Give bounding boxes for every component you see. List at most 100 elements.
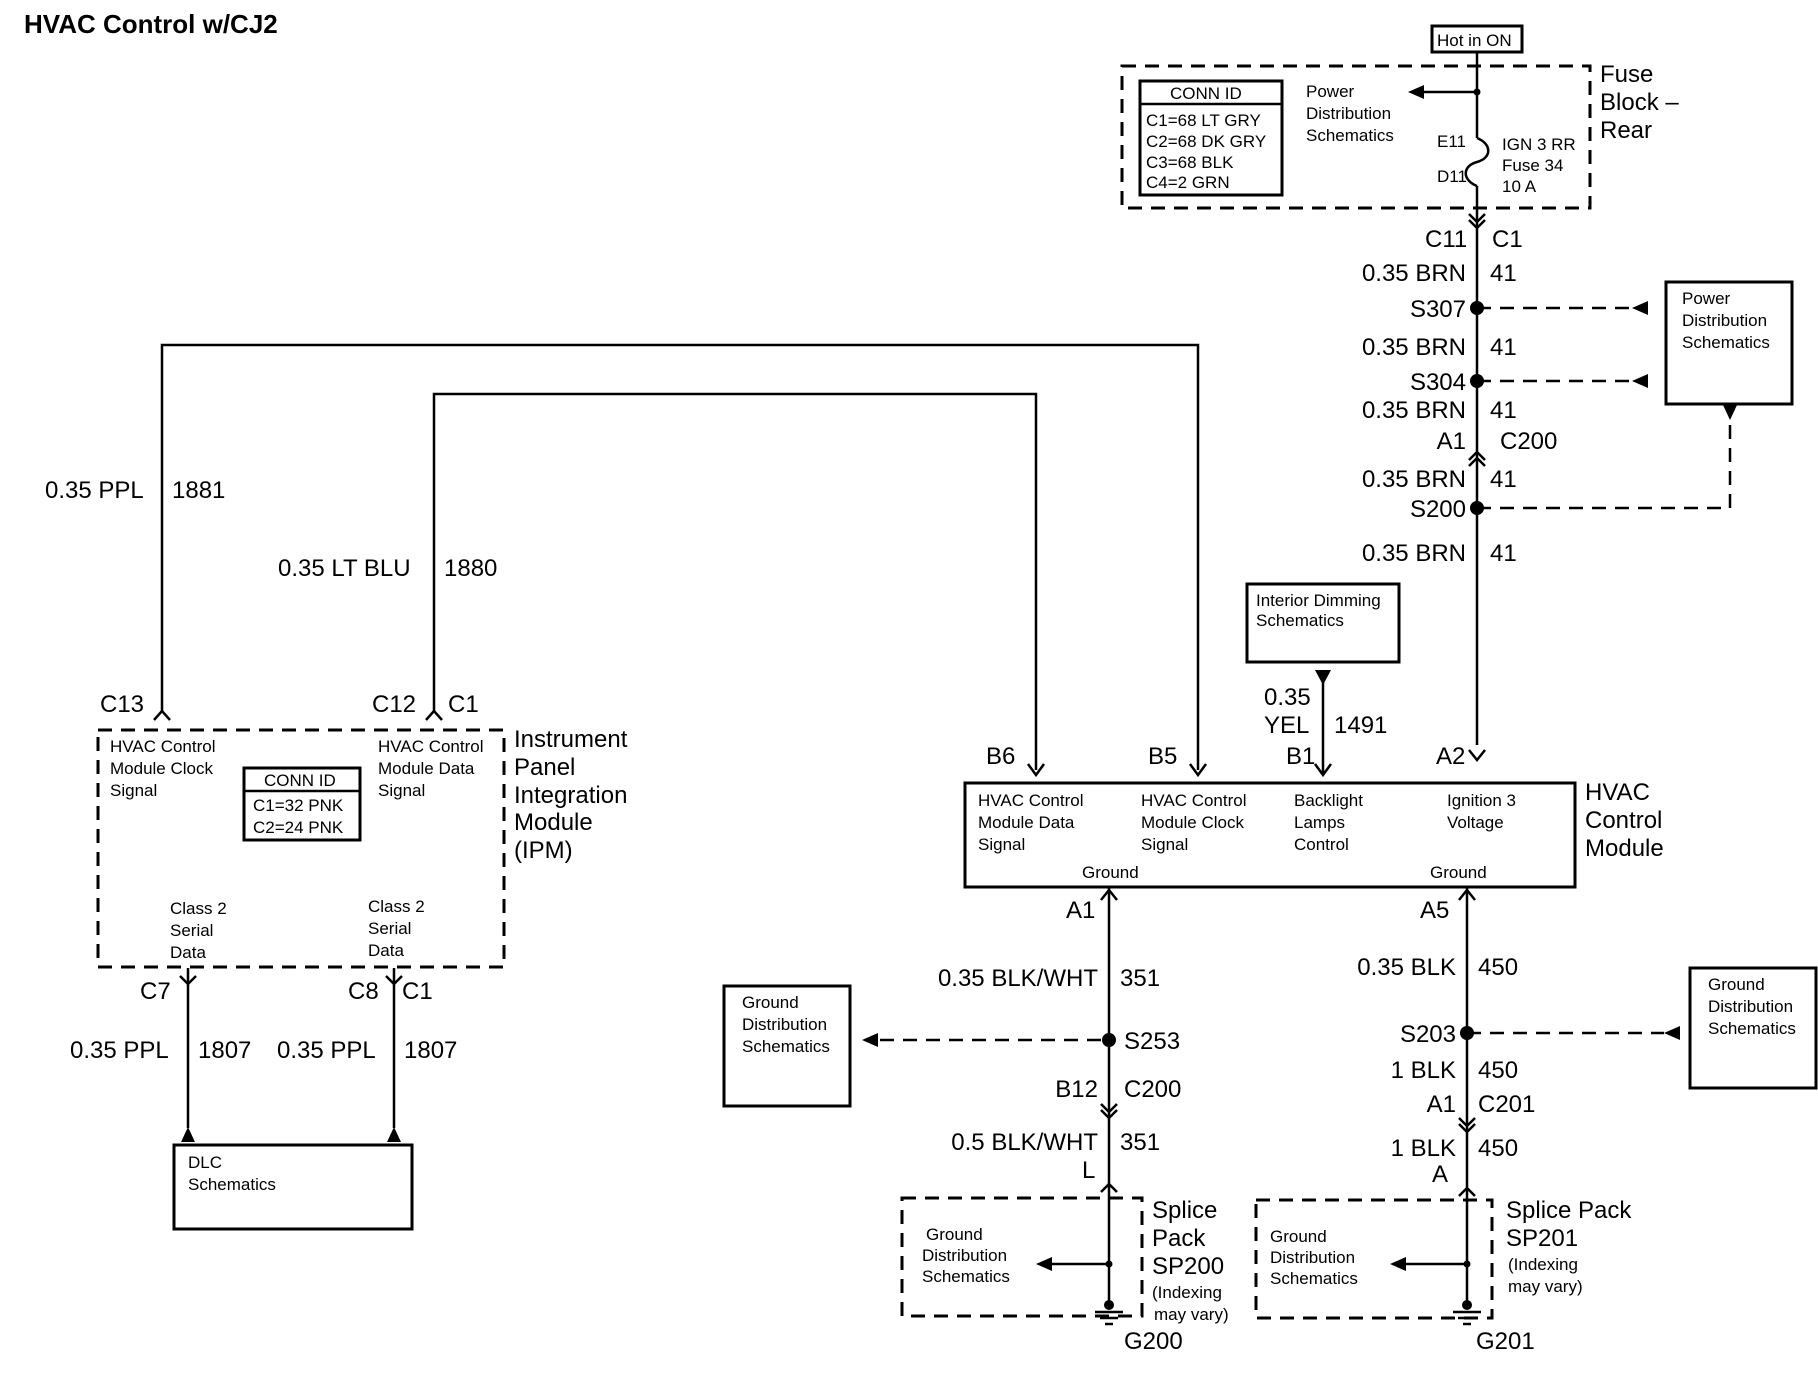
wire-351-circuit-1: 351 [1120,965,1160,992]
ground-circuit-351: A1 0.35 BLK/WHT 351 S253 Ground Distribu… [722,887,1229,1355]
interior-dimming-ref-box[interactable] [1245,582,1401,664]
ipm-pin-c7: C7 [140,978,171,1005]
sp200-indexing: (Indexing may vary) [1152,1283,1229,1324]
wire-450-circuit-1: 450 [1478,954,1518,981]
diagram-title: HVAC Control w/CJ2 [24,9,278,39]
fuse-block-name: Fuse Block – Rear [1600,61,1685,144]
fuse-conn-id-c4: C4=2 GRN [1146,173,1230,192]
hvac-pin-b1: B1 [1286,743,1315,770]
ground-distribution-ref-box-left[interactable] [722,984,852,1108]
wire-41-circuit-1: 41 [1490,260,1517,287]
wire-351-color-2: 0.5 BLK/WHT [951,1129,1098,1156]
connector-c7-icon [179,975,197,986]
ground-symbol-icon [1453,1310,1481,1326]
hvac-clock-signal-label: HVAC Control Module Clock Signal [1141,791,1251,854]
splice-pack-sp201-outline [1254,1198,1494,1320]
fuse-pin-e11: E11 [1437,132,1466,151]
pin-c11: C11 [1425,226,1467,253]
hvac-data-signal-label: HVAC Control Module Data Signal [978,791,1088,854]
wire-450-circuit-2: 450 [1478,1057,1518,1084]
hvac-pin-a2: A2 [1436,743,1465,770]
ground-distribution-ref-box-right[interactable] [1688,966,1818,1090]
wire-1880-circuit: 1880 [444,555,497,582]
fuse-block-rear: Hot in ON CONN ID C1=68 LT GRY C2=68 DK … [1120,24,1685,210]
hvac-pin-a5: A5 [1420,897,1449,924]
ipm-conn-c1-lower: C1 [402,978,433,1005]
hvac-module-box [963,781,1577,889]
sp200-pin-l: L [1082,1157,1095,1184]
sp201-pin-a: A [1432,1161,1448,1188]
wire-450-color-3: 1 BLK [1391,1135,1456,1162]
wire-41-color-1: 0.35 BRN [1362,260,1466,287]
wire-41-color-3: 0.35 BRN [1362,397,1466,424]
ground-g201: G201 [1476,1328,1535,1355]
connector-c201-icon [1458,1117,1476,1128]
arrow-up-icon [387,1127,401,1142]
fuse-block-outline [1120,64,1592,210]
arrow-left-icon [1390,1257,1406,1271]
wire-1807-left-color: 0.35 PPL [70,1037,169,1064]
sp200-ground-ref-label: Ground Distribution Schematics [922,1225,1012,1286]
hvac-pin-a1: A1 [1066,897,1095,924]
wire-41-circuit-5: 41 [1490,540,1517,567]
hvac-ignition-label: Ignition 3 Voltage [1447,791,1521,832]
ground-distribution-ref-label-right: Ground Distribution Schematics [1708,975,1798,1038]
interior-dimming: Interior Dimming Schematics 0.35 YEL 149… [1245,582,1401,778]
ipm-pin-c8: C8 [348,978,379,1005]
wire-351-color-1: 0.35 BLK/WHT [938,965,1098,992]
wire-450-color-1: 0.35 BLK [1357,954,1456,981]
conn-c201: C201 [1478,1091,1535,1118]
power-distribution-ref-box[interactable] [1664,280,1794,406]
splice-pack-sp200-outline [900,1196,1144,1318]
ipm-name: Instrument Panel Integration Module (IPM… [514,726,634,864]
arrow-left-icon [1408,85,1424,99]
ipm-conn-c1: C1 [448,691,479,718]
wire-1880-color: 0.35 LT BLU [278,555,411,582]
hvac-backlight-label: Backlight Lamps Control [1294,791,1368,854]
arrow-left-icon [1664,1026,1680,1040]
fuse-conn-id-c1: C1=68 LT GRY [1146,111,1261,130]
hvac-pin-b6: B6 [986,743,1015,770]
sp201-indexing: (Indexing may vary) [1508,1255,1583,1296]
wire-450-color-2: 1 BLK [1391,1057,1456,1084]
wire-1807-right-color: 0.35 PPL [277,1037,376,1064]
fuse-pin-d11: D11 [1437,167,1467,186]
wire-41-color-5: 0.35 BRN [1362,540,1466,567]
hvac-ground-left-label: Ground [1082,863,1139,882]
dlc-schematics-label: DLC Schematics [188,1153,276,1194]
arrow-left-icon [1632,374,1648,388]
wire-1881-circuit: 1881 [172,477,225,504]
dlc-schematics-box[interactable] [172,1143,414,1231]
fuse-conn-id-c3: C3=68 BLK [1146,153,1234,172]
connector-a5-icon [1458,887,1476,901]
hvac-module-name: HVAC Control Module [1585,779,1669,862]
wire-41-circuit-3: 41 [1490,397,1517,424]
fuse-conn-id-c2: C2=68 DK GRY [1146,132,1266,151]
wire-1807-right-circuit: 1807 [404,1037,457,1064]
ipm-clock-signal-label: HVAC Control Module Clock Signal [110,737,220,800]
wire-1491-circuit: 1491 [1334,712,1387,739]
fuse-power-ref: Power Distribution Schematics [1306,82,1396,145]
ipm-pin-c12: C12 [372,691,416,718]
connector-a1-icon [1100,887,1118,901]
splice-s253-label: S253 [1124,1028,1180,1055]
ground-g200: G200 [1124,1328,1183,1355]
ground-distribution-ref-label-left: Ground Distribution Schematics [742,993,832,1056]
ipm-conn-id-c2: C2=24 PNK [253,818,344,837]
hvac-control-module: B6 B5 B1 A2 HVAC Control Module Data Sig… [963,743,1669,889]
arrow-left-icon [862,1033,878,1047]
fuse-block-conn-id-box [1138,79,1284,197]
pin-b12: B12 [1055,1076,1098,1103]
connector-c13-icon [153,709,171,721]
ipm-pin-c13: C13 [100,691,144,718]
wire-351-circuit-2: 351 [1120,1129,1160,1156]
fuse-conn-id-title: CONN ID [1170,84,1242,103]
arrow-left-icon [1632,301,1648,315]
wire-1491-color: 0.35 YEL [1264,684,1317,739]
ipm-module: 0.35 PPL 1881 0.35 LT BLU 1880 C13 C12 C… [45,343,1208,1231]
ipm-data-signal-label: HVAC Control Module Data Signal [378,737,488,800]
circuit-41-feed: C11 C1 0.35 BRN 41 S307 0.35 BRN 41 S304… [1362,208,1794,763]
ipm-conn-id-box [242,766,362,842]
power-distribution-ref-label: Power Distribution Schematics [1682,289,1772,352]
